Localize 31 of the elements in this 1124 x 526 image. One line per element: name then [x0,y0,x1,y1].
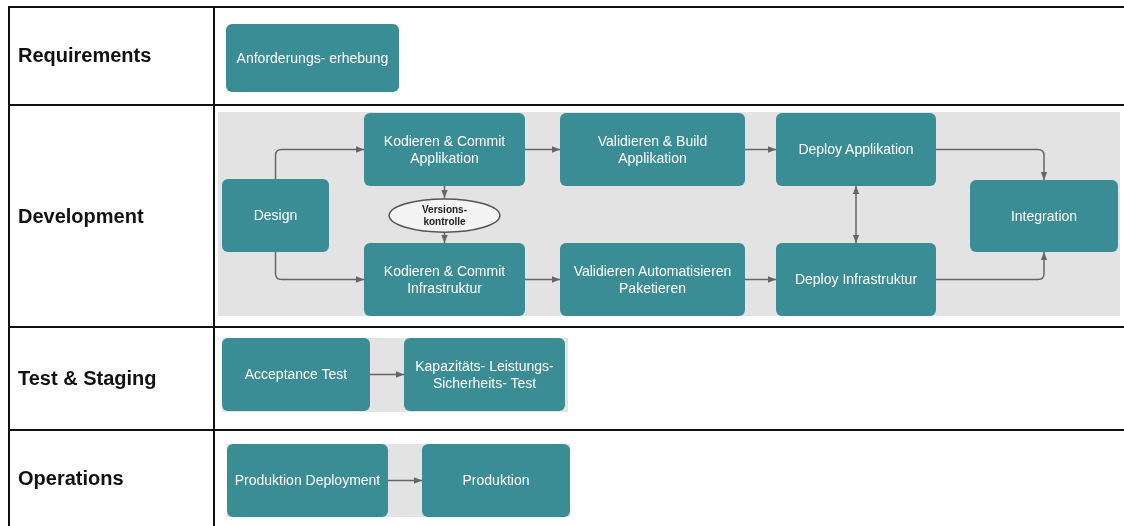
arrow [852,185,860,244]
arrow [387,477,423,484]
lane-label: Test & Staging [18,367,157,390]
process-box: Kapazitäts- Leistungs- Sicherheits- Test [404,338,565,411]
process-box: Integration [970,180,1118,252]
arrow [441,185,448,199]
lane-label: Operations [18,466,124,490]
process-box: Validieren & Build Applikation [560,113,745,186]
process-box: Kodieren & Commit Applikation [364,113,525,186]
process-box: Kodieren & Commit Infrastruktur [364,243,525,316]
lane-label: Development [18,204,144,228]
arrow [935,148,1048,181]
process-box: Produktion [422,444,570,517]
arrow [744,146,777,153]
arrow [274,146,365,180]
process-box: Validieren Automatisieren Paketieren [560,243,745,316]
process-box: Design [222,179,329,252]
arrow [524,276,561,283]
arrow [369,371,405,378]
arrow [524,146,561,153]
process-box: Deploy Infrastruktur [776,243,936,316]
process-box: Deploy Applikation [776,113,936,186]
arrow [744,276,777,283]
arrow [935,251,1048,281]
process-box: Acceptance Test [222,338,370,411]
lane-label: Requirements [18,44,152,67]
arrow [441,232,448,244]
process-box: Produktion Deployment [227,444,388,517]
ellipse-node: Versions- kontrolle [388,198,501,233]
process-box: Anforderungs- erhebung [226,24,399,92]
arrow [274,251,365,283]
